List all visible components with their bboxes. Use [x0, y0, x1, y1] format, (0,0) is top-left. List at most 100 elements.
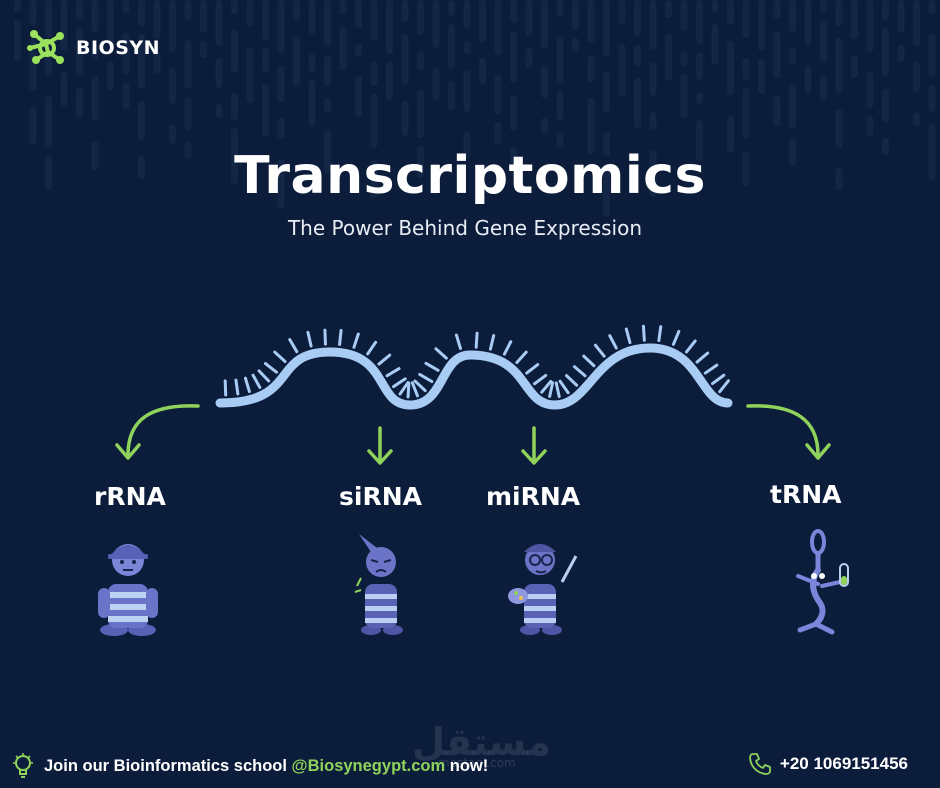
background-bar	[696, 0, 703, 44]
background-bar	[758, 59, 765, 94]
background-bar	[45, 54, 52, 76]
background-bar	[510, 147, 517, 167]
background-bar	[76, 0, 83, 19]
background-bar	[525, 48, 533, 68]
background-bar	[711, 24, 719, 65]
rna-base-tick	[711, 373, 726, 386]
arrow-to-sirna	[367, 426, 393, 465]
background-bar	[293, 37, 300, 87]
background-bar	[138, 156, 145, 179]
brand-name: BIOSYN	[76, 37, 161, 59]
background-bar	[293, 0, 300, 21]
rna-base-tick	[263, 362, 279, 374]
background-bar	[308, 54, 316, 72]
background-bar	[758, 0, 765, 51]
rna-base-tick	[410, 381, 419, 398]
background-bar	[432, 0, 440, 48]
background-bar	[913, 112, 920, 126]
rna-base-tick	[424, 361, 440, 372]
background-bar	[556, 91, 564, 121]
background-bar	[572, 0, 579, 30]
background-bar	[587, 98, 595, 154]
background-bar	[680, 51, 688, 66]
background-bar	[277, 0, 285, 53]
watermark-url: mostaql.com	[438, 756, 516, 770]
arrow-to-trna	[746, 404, 831, 460]
footer-handle-link[interactable]: @Biosynegypt.com	[291, 756, 446, 775]
lightbulb-icon	[13, 753, 33, 778]
background-bar	[107, 0, 114, 45]
background-bar	[122, 0, 130, 13]
background-bar	[14, 0, 21, 12]
background-bar	[525, 0, 533, 36]
background-bar	[122, 83, 130, 109]
rna-base-tick	[223, 379, 228, 397]
background-bar	[742, 88, 750, 139]
background-bar	[184, 40, 192, 89]
background-bar	[603, 164, 610, 217]
rna-strand	[215, 324, 733, 410]
background-bar	[556, 0, 564, 17]
background-bar	[107, 61, 114, 90]
rna-base-tick	[323, 328, 327, 346]
background-bar	[231, 30, 238, 73]
background-bar	[634, 45, 641, 66]
rna-base-tick	[565, 374, 579, 387]
background-bar	[246, 47, 254, 103]
arrow-to-mirna	[521, 426, 547, 465]
background-bar	[386, 62, 393, 100]
background-bar	[339, 0, 347, 15]
rna-base-tick	[413, 379, 427, 393]
background-bar	[587, 0, 595, 43]
background-bar	[231, 128, 238, 184]
background-bar	[122, 33, 130, 75]
background-bar	[680, 0, 688, 31]
background-bar	[541, 0, 548, 49]
rna-base-tick	[392, 377, 407, 389]
rna-base-tick	[377, 353, 392, 366]
phone-number[interactable]: +20 1069151456	[779, 754, 908, 773]
footer-cta-prefix: Join our Bioinformatics school	[44, 756, 292, 775]
rna-base-tick	[243, 376, 251, 394]
background-bar	[417, 146, 424, 178]
background-bar	[680, 74, 688, 118]
background-bar	[510, 31, 517, 83]
background-bar	[696, 52, 703, 80]
background-bar	[494, 122, 502, 145]
background-bar	[510, 0, 517, 23]
footer-phone: +20 1069151456	[748, 752, 908, 776]
background-bar	[45, 96, 52, 147]
runner-test-tube-character	[796, 529, 849, 635]
rna-base-tick	[385, 367, 401, 378]
background-bar	[355, 0, 362, 28]
background-bar	[91, 0, 99, 32]
page-title: Transcriptomics	[234, 146, 706, 206]
background-bar	[913, 0, 920, 46]
background-bar	[231, 93, 238, 120]
background-bar	[820, 75, 827, 101]
background-bar	[169, 124, 176, 144]
background-bar	[448, 81, 455, 110]
background-bar	[866, 72, 874, 108]
rna-base-tick	[474, 331, 479, 349]
background-bar	[789, 48, 796, 64]
rna-base-tick	[338, 329, 343, 346]
background-bar	[742, 151, 750, 186]
rna-base-tick	[251, 373, 262, 389]
rna-base-tick	[695, 351, 710, 364]
background-bar	[45, 0, 52, 38]
watermark-logo: مستقل	[412, 720, 551, 764]
background-bar	[696, 92, 703, 104]
footer-cta: Join our Bioinformatics school @Biosyneg…	[12, 752, 488, 780]
phone-icon	[748, 753, 771, 775]
rna-base-tick	[558, 379, 570, 395]
background-bar	[91, 44, 99, 60]
background-bar	[556, 133, 564, 147]
background-bar	[386, 0, 393, 54]
background-bar	[541, 65, 548, 98]
background-bar	[649, 150, 657, 197]
background-bar	[200, 0, 207, 33]
background-bar	[789, 137, 796, 166]
background-bar	[448, 24, 455, 69]
